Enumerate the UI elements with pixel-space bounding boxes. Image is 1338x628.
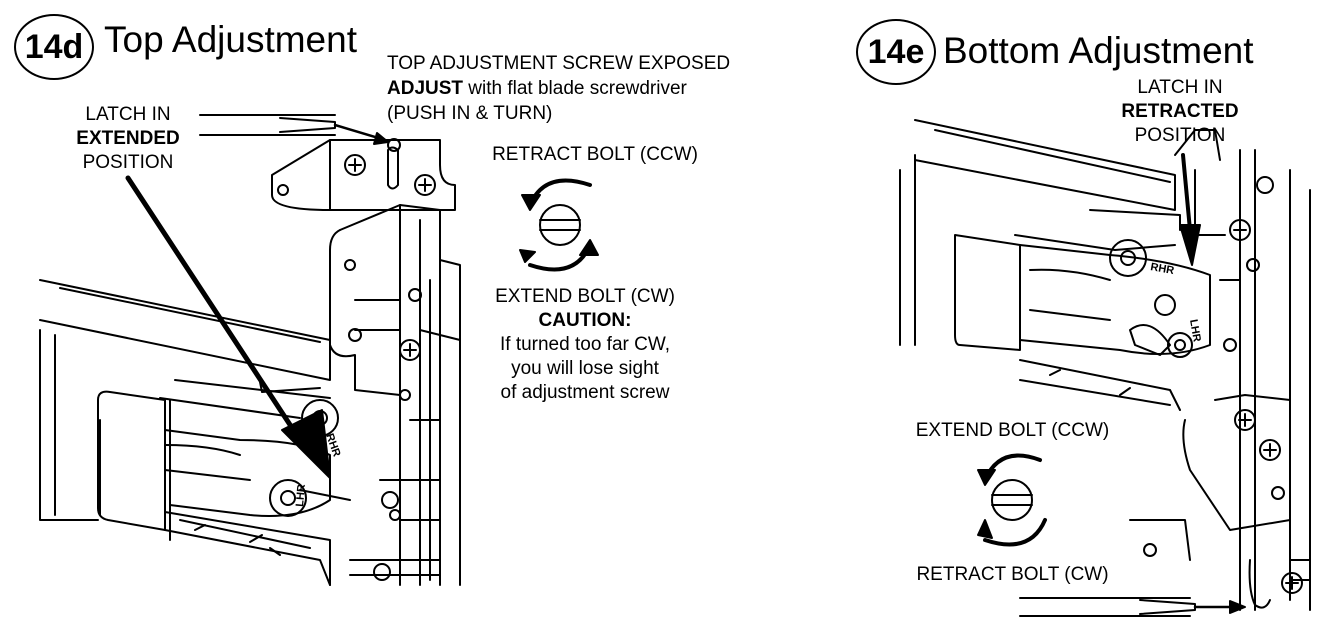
right-rhr-mark: RHR [1149,261,1175,277]
right-rail-track [899,119,1211,411]
caution-line-2: you will lose sight [511,358,659,379]
latch-line-1: LATCH IN [85,104,171,125]
latch-line-3: POSITION [82,152,174,173]
left-screwdriver [199,114,389,145]
right-bracket [1129,129,1311,611]
left-bracket [271,138,461,586]
right-retract-label: RETRACT BOLT (CW) [916,564,1109,585]
left-retract-label: RETRACT BOLT (CCW) [492,144,698,165]
left-extend-label: EXTEND BOLT (CW) [495,286,675,307]
caution-line-3: of adjustment screw [500,382,670,403]
right-lhr-mark: LHR [1187,318,1203,342]
left-rotation-icon [519,178,599,272]
latch-line-3: POSITION [1134,125,1226,146]
screw-line-1: TOP ADJUSTMENT SCREW EXPOSED [387,53,731,74]
left-extend-caution-block: EXTEND BOLT (CW) CAUTION: If turned too … [455,285,715,405]
right-rotation-icon [977,453,1047,547]
right-screwdriver [1019,597,1246,617]
caution-title: CAUTION: [538,310,632,331]
screw-line-2-rest: with flat blade screwdriver [463,78,687,99]
step-badge-14d: 14d [14,14,94,80]
adjust-word: ADJUST [387,78,464,99]
panel-title-top-adjustment: Top Adjustment [104,19,357,60]
latch-retracted-callout: LATCH IN RETRACTED POSITION [1080,76,1280,148]
latch-line-2: RETRACTED [1121,101,1239,122]
screw-exposed-callout: TOP ADJUSTMENT SCREW EXPOSED ADJUST with… [387,51,730,126]
left-lhr-mark: LHR [294,484,308,508]
right-latch-arrow [1179,153,1201,266]
screw-line-2: ADJUST with flat blade screwdriver [387,76,730,101]
left-latch-arrow [125,175,331,479]
panel-title-bottom-adjustment: Bottom Adjustment [943,30,1254,71]
latch-extended-callout: LATCH IN EXTENDED POSITION [28,103,228,175]
latch-line-1: LATCH IN [1137,77,1223,98]
badge-text: 14e [867,32,925,71]
right-extend-label: EXTEND BOLT (CCW) [915,420,1110,441]
badge-text: 14d [24,27,84,66]
step-badge-14e: 14e [856,19,936,85]
screw-line-3: (PUSH IN & TURN) [387,103,553,124]
caution-line-1: If turned too far CW, [499,334,671,355]
latch-line-2: EXTENDED [76,128,180,149]
